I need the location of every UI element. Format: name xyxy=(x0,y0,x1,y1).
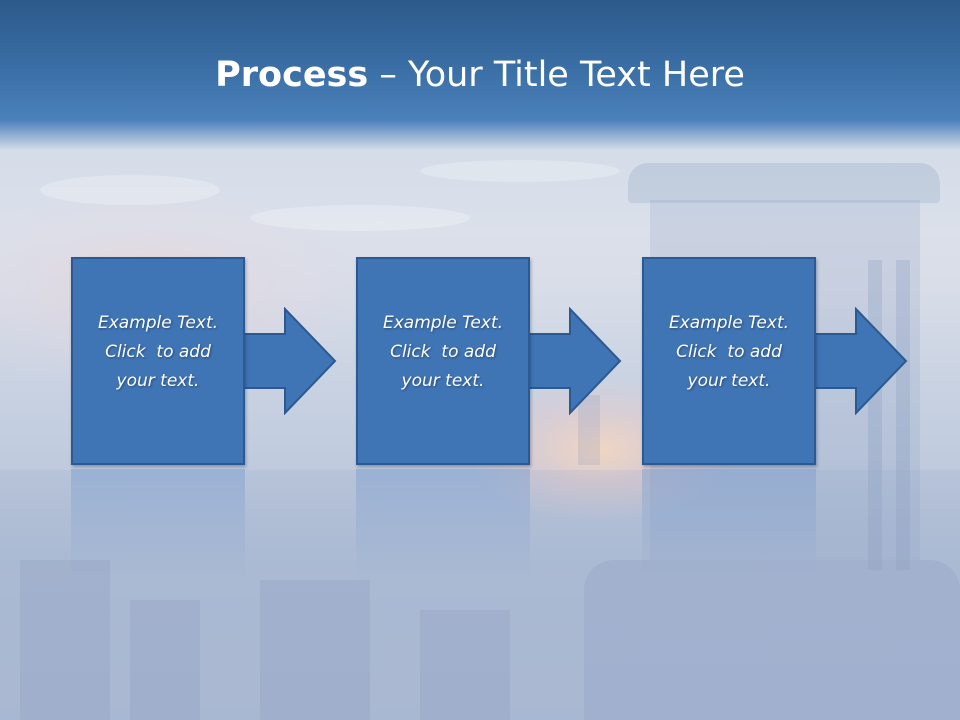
slide-title-rest: Your Title Text Here xyxy=(407,55,745,95)
background-cloud xyxy=(250,205,470,231)
arrow-right-icon xyxy=(243,307,337,415)
step-text-line: Click to add xyxy=(105,342,211,362)
step-text[interactable]: Example Text. Click to add your text. xyxy=(356,309,530,396)
step-text-line: Click to add xyxy=(390,342,496,362)
slide-title[interactable]: Process – Your Title Text Here xyxy=(0,52,960,98)
title-band xyxy=(0,0,960,150)
background-building xyxy=(20,560,110,720)
step-reflection xyxy=(71,469,245,579)
step-text-line: Example Text. xyxy=(97,313,219,333)
step-box[interactable] xyxy=(642,257,816,465)
background-building xyxy=(130,600,200,720)
step-text[interactable]: Example Text. Click to add your text. xyxy=(71,309,245,396)
background-cloud xyxy=(420,160,620,182)
slide-title-separator: – xyxy=(368,55,408,95)
step-text-line: your text. xyxy=(116,371,200,391)
background-column xyxy=(896,260,910,570)
background-monument-base xyxy=(584,560,960,720)
background-monument xyxy=(628,163,940,203)
step-text-line: Click to add xyxy=(676,342,782,362)
step-text-line: Example Text. xyxy=(668,313,790,333)
arrow-right-icon xyxy=(528,307,622,415)
step-text-line: your text. xyxy=(401,371,485,391)
step-box[interactable] xyxy=(356,257,530,465)
step-text-line: your text. xyxy=(687,371,771,391)
background-building xyxy=(260,580,370,720)
arrow-right-icon xyxy=(814,307,908,415)
step-text-line: Example Text. xyxy=(382,313,504,333)
step-reflection xyxy=(356,469,530,579)
background-cloud xyxy=(40,175,220,205)
step-text[interactable]: Example Text. Click to add your text. xyxy=(642,309,816,396)
background-building xyxy=(420,610,510,720)
background-building xyxy=(578,395,600,465)
slide-title-bold: Process xyxy=(215,55,369,95)
step-reflection xyxy=(642,469,816,579)
background-cityscape xyxy=(0,470,960,720)
step-box[interactable] xyxy=(71,257,245,465)
